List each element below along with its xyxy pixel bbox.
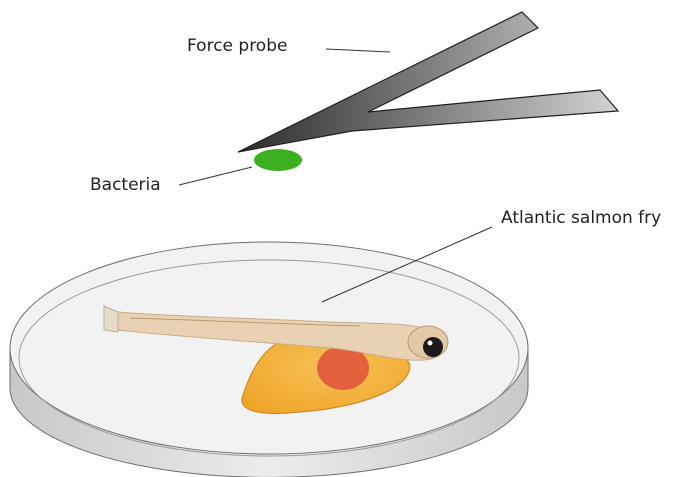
salmon-fry-label: Atlantic salmon fry (501, 210, 661, 227)
bacteria-leader-line (179, 167, 252, 185)
petri-dish-top (10, 242, 528, 454)
force-probe-label: Force probe (187, 38, 287, 55)
fish-eye-highlight (428, 341, 433, 346)
fish-eye (423, 337, 443, 357)
force-probe-leader-line (326, 49, 390, 52)
bacteria-blob (254, 149, 302, 171)
bacteria-label: Bacteria (90, 177, 161, 194)
force-probe-cantilever (238, 12, 618, 152)
